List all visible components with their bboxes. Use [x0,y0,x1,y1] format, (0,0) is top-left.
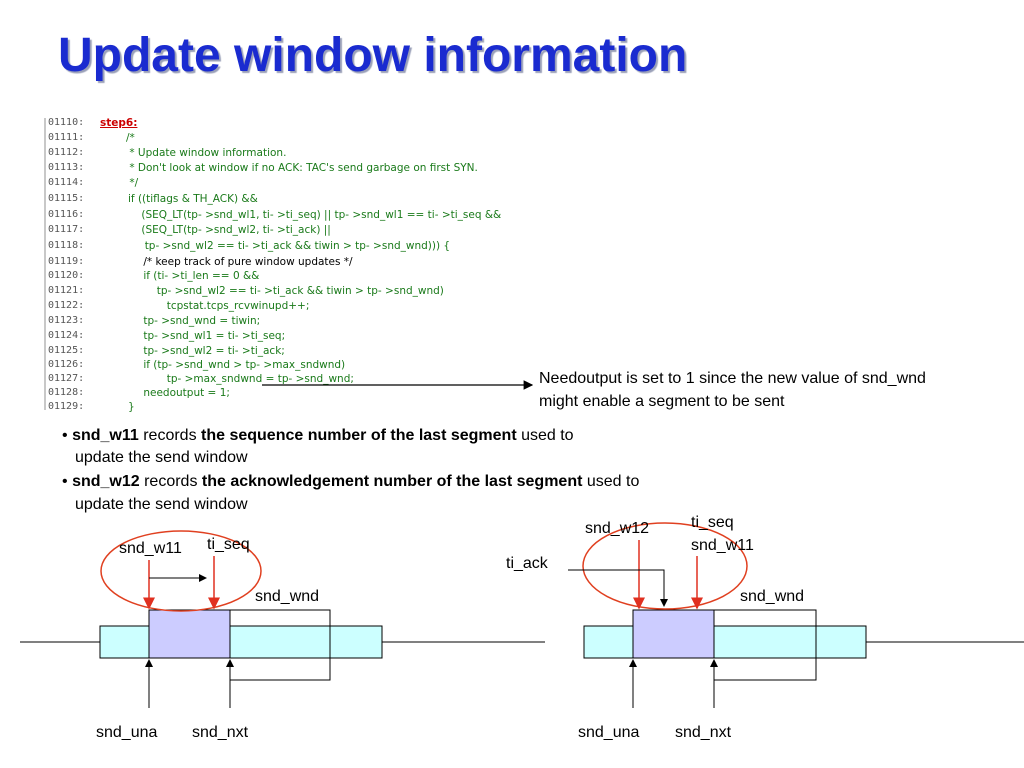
right-label-snd-w11: snd_w11 [691,537,754,554]
left-label-snd-w11: snd_w11 [119,540,182,557]
left-label-ti-seq: ti_seq [207,536,250,553]
right-circle [582,522,748,610]
bullet-tail: used to [582,473,640,490]
page-title: Update window information [58,29,688,82]
right-segment [632,609,715,659]
right-label-snd-una: snd_una [578,724,640,741]
right-send-window [583,625,867,659]
bullet-snd-w12: • snd_w12 records the acknowledgement nu… [62,471,639,493]
bullet-marker: • [62,427,68,444]
bullet-continuation: update the send window [75,449,248,466]
right-label-snd-wnd: snd_wnd [740,588,805,605]
left-label-snd-una: snd_una [96,724,158,741]
left-label-snd-wnd: snd_wnd [255,588,320,605]
right-ack-arrow [568,569,668,607]
bullet-term: snd_w11 [72,427,139,444]
left-send-window [99,625,383,659]
note-line-1: Needoutput is set to 1 since the new val… [539,370,926,387]
left-segment [148,609,231,659]
left-wnd-bracket [230,609,331,681]
bullet-snd-w11: • snd_w11 records the sequence number of… [62,425,574,447]
bullet-mid: records [139,473,202,490]
bullet-continuation: update the send window [75,496,248,513]
left-label-snd-nxt: snd_nxt [192,724,249,741]
bullet-bold: the acknowledgement number of the last s… [201,473,583,490]
bullet-term: snd_w12 [72,473,140,490]
bullet-marker: • [62,473,68,490]
code-listing: 01110:step6: 01111:/* 01112: * Update wi… [44,116,604,413]
right-label-snd-w12: snd_w12 [585,520,650,537]
bullet-mid: records [138,427,202,444]
code-gutter [44,118,46,410]
note-line-2: might enable a segment to be sent [539,393,785,410]
left-circle [100,530,262,612]
right-wnd-bracket [714,609,817,681]
bullet-tail: used to [516,427,574,444]
right-label-ti-seq: ti_seq [691,514,734,531]
right-label-ti-ack: ti_ack [506,555,548,572]
right-label-snd-nxt: snd_nxt [675,724,732,741]
bullet-bold: the sequence number of the last segment [201,427,517,444]
